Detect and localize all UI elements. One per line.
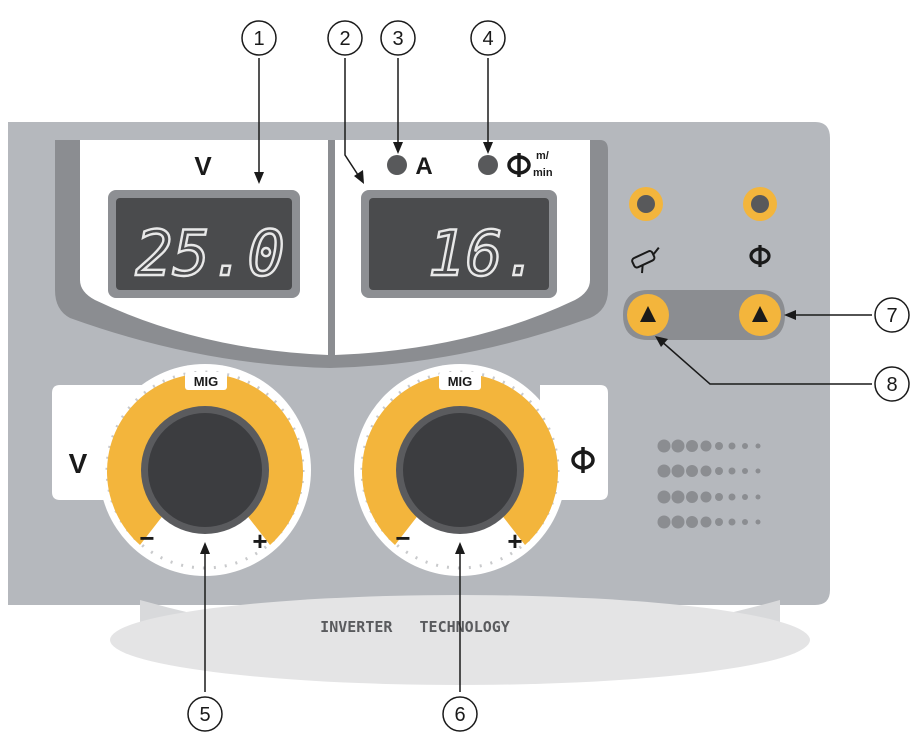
callout-1: 1 xyxy=(241,20,277,56)
bargraph-led xyxy=(686,465,698,477)
bargraph-led xyxy=(700,465,712,477)
indicator-a-led xyxy=(387,155,407,175)
bargraph-led xyxy=(755,494,761,500)
wire-feed-icon xyxy=(507,153,531,177)
bargraph-led xyxy=(671,464,685,478)
bargraph-led xyxy=(728,518,736,526)
bargraph-led xyxy=(742,468,748,474)
callout-2: 2 xyxy=(327,20,363,56)
bargraph-led xyxy=(742,519,748,525)
bargraph-led xyxy=(657,515,671,529)
indicator-wire-sublabel: min xyxy=(533,167,553,179)
voltage-mode-label: MIG xyxy=(194,374,219,389)
bargraph-led xyxy=(686,491,698,503)
indicator-wire-led xyxy=(478,155,498,175)
bargraph-led xyxy=(755,468,761,474)
callout-7: 7 xyxy=(874,297,910,333)
bargraph-led xyxy=(700,491,712,503)
callout-3: 3 xyxy=(380,20,416,56)
bargraph-led xyxy=(715,518,723,526)
triangle-up-icon xyxy=(640,306,656,322)
voltage-knob[interactable] xyxy=(99,364,311,576)
bargraph-led xyxy=(728,467,736,475)
indicator-a-label: A xyxy=(415,153,432,180)
display-left-unit-label: V xyxy=(194,151,212,181)
callout-number: 8 xyxy=(886,374,897,396)
leader-arrowheads xyxy=(200,142,796,554)
display-left-screen xyxy=(116,198,292,290)
bargraph-led xyxy=(715,467,723,475)
voltage-plus-label: + xyxy=(252,526,267,556)
voltage-side-label: V xyxy=(69,448,88,479)
torch-select-button[interactable] xyxy=(627,294,669,336)
bargraph-led xyxy=(755,443,761,449)
callout-5: 5 xyxy=(187,696,223,732)
wire-select-button[interactable] xyxy=(739,294,781,336)
voltage-mode-tab xyxy=(185,372,227,390)
display-left-value: 25.0 xyxy=(135,217,284,290)
wire-minus-label: − xyxy=(395,523,410,553)
callout-number: 3 xyxy=(392,28,403,50)
callout-number: 6 xyxy=(454,704,465,726)
indicator-wire-label: m/ xyxy=(536,150,549,162)
triangle-up-icon xyxy=(752,306,768,322)
bargraph-led xyxy=(742,494,748,500)
display-right-screen xyxy=(369,198,549,290)
bargraph-led xyxy=(755,519,761,525)
callout-4: 4 xyxy=(470,20,506,56)
bargraph-led xyxy=(700,440,712,452)
wire-feed-mode-icon xyxy=(749,245,771,267)
wire-speed-knob[interactable] xyxy=(354,364,566,576)
led-bargraph xyxy=(657,439,761,529)
bargraph-led xyxy=(728,493,736,501)
torch-icon xyxy=(631,246,660,274)
wire-mode-label: MIG xyxy=(448,374,473,389)
bargraph-led xyxy=(657,439,671,453)
voltage-minus-label: − xyxy=(139,523,154,553)
callout-number: 7 xyxy=(886,305,897,327)
bargraph-led xyxy=(671,490,685,504)
display-right-value: 16. xyxy=(428,217,540,290)
bargraph-led xyxy=(700,516,712,528)
wire-mode-tab xyxy=(439,372,481,390)
bargraph-led xyxy=(657,464,671,478)
footer-text: INVERTER TECHNOLOGY xyxy=(320,618,510,636)
callout-markers: 1 2 3 4 5 6 7 8 xyxy=(187,20,910,732)
callout-8: 8 xyxy=(874,366,910,402)
bargraph-led xyxy=(742,443,748,449)
bargraph-led xyxy=(671,515,685,529)
bargraph-led xyxy=(686,440,698,452)
bargraph-led xyxy=(715,442,723,450)
bargraph-led xyxy=(686,516,698,528)
callout-number: 1 xyxy=(253,28,264,50)
bargraph-led xyxy=(715,493,723,501)
callout-number: 2 xyxy=(339,28,350,50)
wire-speed-side-icon xyxy=(571,447,595,473)
bargraph-led xyxy=(657,490,671,504)
callout-6: 6 xyxy=(442,696,478,732)
bargraph-led xyxy=(671,439,685,453)
leader-lines xyxy=(204,58,872,692)
callout-number: 5 xyxy=(199,704,210,726)
callout-number: 4 xyxy=(482,28,493,50)
wire-plus-label: + xyxy=(507,526,522,556)
bargraph-led xyxy=(728,442,736,450)
